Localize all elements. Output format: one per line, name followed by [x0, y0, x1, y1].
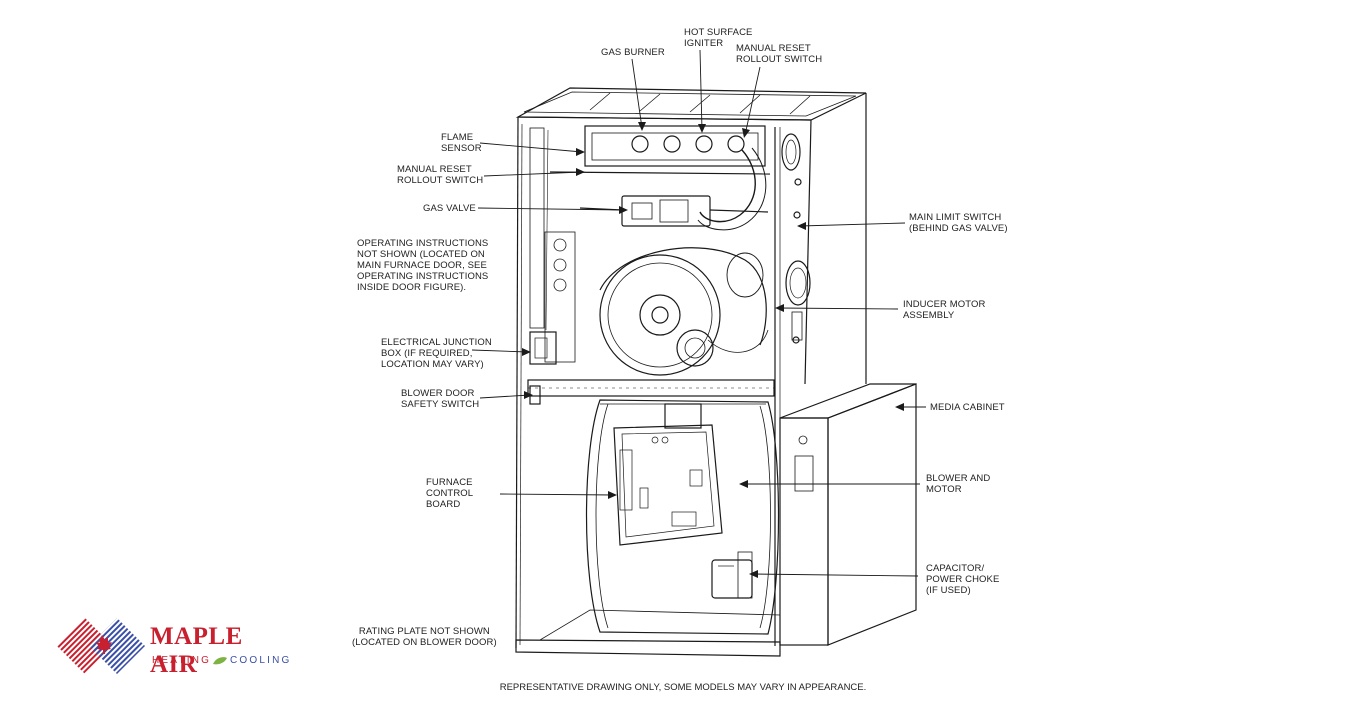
label-furnace-control-board: FURNACE CONTROL BOARD: [426, 477, 474, 510]
top-panel: [515, 87, 867, 121]
capacitor: [711, 551, 753, 599]
label-manual-reset-rollout-left: MANUAL RESET ROLLOUT SWITCH: [397, 164, 484, 186]
footer-disclaimer: REPRESENTATIVE DRAWING ONLY, SOME MODELS…: [499, 682, 867, 693]
junction-box: [529, 331, 557, 365]
label-gas-burner: GAS BURNER: [601, 47, 665, 58]
leader-lines: [471, 49, 926, 577]
logo-name: MAPLE AIR: [150, 623, 243, 678]
side-ports: [781, 133, 811, 344]
label-flame-sensor: FLAME SENSOR: [441, 132, 482, 154]
burner-assembly: [549, 125, 771, 175]
logo-mark-icon: [57, 618, 145, 674]
label-manual-reset-rollout-top: MANUAL RESET ROLLOUT SWITCH: [736, 43, 823, 65]
inducer-assembly: [544, 231, 769, 376]
logo-subtitle-heating: HEATING: [152, 655, 212, 666]
maple-air-logo: MAPLE AIR HEATING COOLING: [55, 615, 295, 678]
label-hot-surface-igniter: HOT SURFACE IGNITER: [684, 27, 753, 49]
arrowheads: [522, 122, 904, 578]
label-gas-valve: GAS VALVE: [423, 203, 476, 214]
media-cabinet-shape: [779, 383, 917, 646]
logo-subtitle-cooling: COOLING: [230, 655, 292, 666]
cabinet-frame: [515, 93, 867, 657]
gas-valve: [579, 195, 769, 227]
leaf-icon: [213, 657, 227, 665]
label-blower-and-motor: BLOWER AND MOTOR: [926, 473, 991, 495]
label-electrical-junction-box: ELECTRICAL JUNCTION BOX (IF REQUIRED, LO…: [381, 337, 492, 370]
label-media-cabinet: MEDIA CABINET: [930, 402, 1005, 413]
blower-housing: [585, 399, 780, 635]
label-rating-plate: RATING PLATE NOT SHOWN (LOCATED ON BLOWE…: [352, 626, 497, 648]
label-capacitor-power-choke: CAPACITOR/ POWER CHOKE (IF USED): [926, 563, 1000, 596]
label-inducer-motor-assembly: INDUCER MOTOR ASSEMBLY: [903, 299, 986, 321]
compartment-divider: [527, 379, 775, 397]
flue-pipe: [699, 149, 756, 223]
label-main-limit-switch: MAIN LIMIT SWITCH (BEHIND GAS VALVE): [909, 212, 1008, 234]
label-operating-instructions: OPERATING INSTRUCTIONS NOT SHOWN (LOCATE…: [357, 238, 489, 293]
label-blower-door-safety-switch: BLOWER DOOR SAFETY SWITCH: [401, 388, 480, 410]
control-board: [613, 424, 723, 546]
